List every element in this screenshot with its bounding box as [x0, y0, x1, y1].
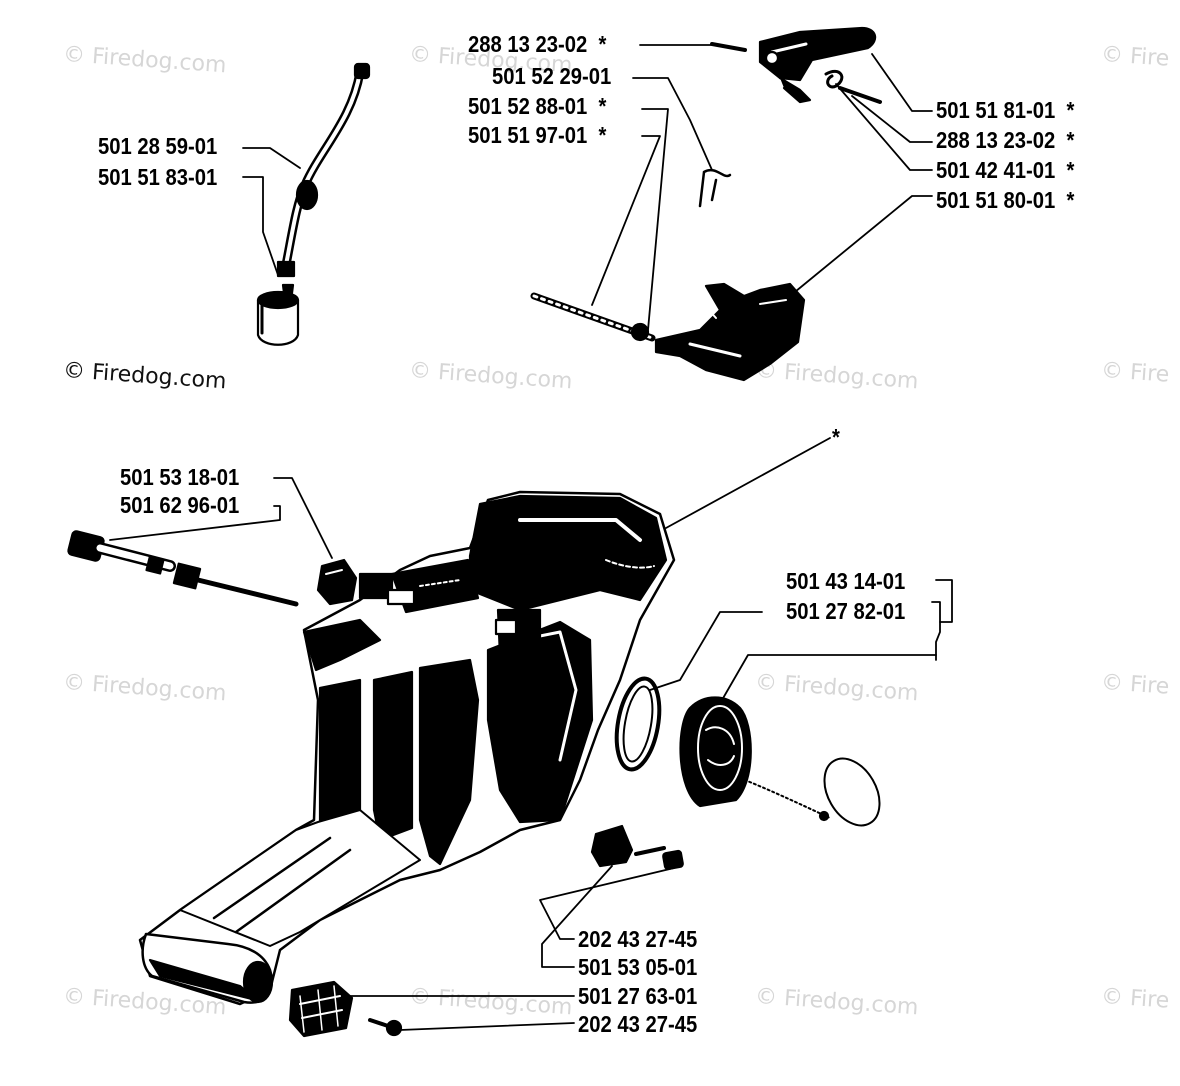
part-number-label: 501 43 14-01: [786, 568, 906, 594]
leader-line: [835, 83, 933, 171]
bracket-line: [935, 579, 953, 661]
leader-line: [871, 53, 933, 112]
pin-part: [710, 42, 882, 104]
leader-line: [541, 865, 613, 968]
rubber-buffer-part: [590, 824, 684, 871]
leader-line: [242, 147, 301, 169]
part-number-label: 501 27 82-01: [786, 598, 906, 624]
leader-line: [109, 505, 281, 541]
leader-line: [789, 195, 933, 297]
part-number-label: 501 51 80-01 *: [936, 187, 1075, 213]
part-number-label: 288 13 23-02 *: [936, 127, 1075, 153]
leader-line: [851, 95, 933, 143]
crankcase-housing-part: [138, 490, 676, 1006]
part-number-label: 501 52 29-01: [492, 63, 612, 89]
part-number-label: 288 13 23-02 *: [468, 31, 607, 57]
leader-line: [591, 135, 661, 306]
leader-line: [721, 654, 937, 701]
oil-cap-part: [679, 696, 881, 827]
screw-front-part: [368, 1018, 403, 1037]
throttle-trigger-part: [654, 282, 806, 382]
oil-hose-part: [276, 62, 371, 295]
part-number-label: *: [832, 424, 840, 450]
bushing-part: [316, 558, 358, 606]
leader-line: [399, 1022, 575, 1031]
spring-part: [824, 69, 844, 89]
part-number-label: 501 27 63-01: [578, 983, 698, 1009]
av-buffer-front-part: [288, 980, 354, 1038]
part-number-label: 202 43 27-45: [578, 926, 698, 952]
part-number-label: 501 28 59-01: [98, 133, 218, 159]
leader-line: [539, 867, 675, 940]
part-number-label: 501 51 81-01 *: [936, 97, 1075, 123]
leader-line: [665, 437, 831, 529]
o-ring-part: [614, 676, 662, 772]
part-number-label: 501 51 97-01 *: [468, 122, 607, 148]
part-number-label: 501 51 83-01: [98, 164, 218, 190]
part-number-label: 501 53 18-01: [120, 464, 240, 490]
wire-clip-part: [698, 168, 732, 208]
leader-line: [242, 176, 279, 276]
leader-line: [273, 477, 333, 559]
part-number-label: 501 62 96-01: [120, 492, 240, 518]
leader-line: [649, 611, 763, 691]
oil-pump-screw-part: [67, 530, 299, 607]
throttle-rod-part: [530, 292, 656, 342]
part-number-label: 202 43 27-45: [578, 1011, 698, 1037]
throttle-lockout-part: [758, 26, 877, 104]
part-number-label: 501 52 88-01 *: [468, 93, 607, 119]
oil-filter-part: [256, 290, 300, 346]
part-number-label: 501 53 05-01: [578, 954, 698, 980]
bracket-line: [931, 601, 941, 623]
leader-line: [641, 108, 669, 331]
leader-line: [632, 77, 713, 171]
part-number-label: 501 42 41-01 *: [936, 157, 1075, 183]
